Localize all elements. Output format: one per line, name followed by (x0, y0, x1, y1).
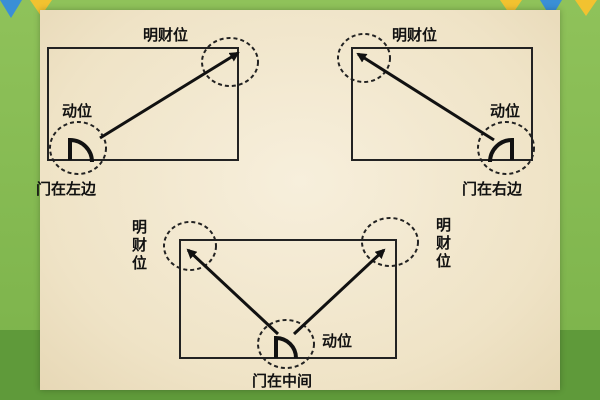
diagram-door-left: 明财位 动位 门在左边 (36, 26, 259, 198)
move-position-circle (257, 319, 315, 369)
door-position-label: 门在右边 (462, 180, 523, 198)
door-position-label: 门在左边 (36, 180, 97, 198)
wealth-position-label-left-2: 财 (132, 236, 147, 254)
move-position-label: 动位 (322, 332, 352, 350)
move-position-label: 动位 (490, 102, 520, 120)
room-outline (47, 47, 239, 161)
wealth-position-label-right-1: 明 (436, 216, 451, 234)
wealth-position-label: 明财位 (392, 26, 437, 44)
move-position-circle (477, 121, 535, 175)
wealth-position-circle-right (361, 217, 419, 267)
direction-arrow (356, 52, 495, 142)
room-outline (351, 47, 533, 161)
diagram-door-right: 明财位 动位 门在右边 (337, 26, 535, 198)
diagram-door-middle: 明 财 位 明 财 位 动位 门在中间 (132, 216, 451, 390)
wealth-position-label-left-1: 明 (132, 218, 147, 236)
bunting-decoration (0, 0, 597, 18)
move-position-circle (49, 121, 107, 175)
wealth-position-label: 明财位 (143, 26, 188, 44)
move-position-label: 动位 (62, 102, 92, 120)
wealth-position-label-right-3: 位 (436, 252, 451, 270)
wealth-position-label-left-3: 位 (132, 254, 147, 272)
room-outline (179, 239, 397, 359)
door-position-label: 门在中间 (252, 372, 312, 390)
wealth-position-circle-left (163, 221, 217, 271)
direction-arrow-left (186, 248, 280, 336)
door-icon (274, 335, 298, 359)
direction-arrow-right (292, 248, 386, 336)
direction-arrow (99, 51, 240, 140)
door-icon (68, 137, 94, 163)
wealth-position-circle (201, 37, 259, 87)
door-icon (488, 137, 514, 163)
wealth-position-circle (337, 33, 391, 83)
wealth-position-label-right-2: 财 (436, 234, 451, 252)
